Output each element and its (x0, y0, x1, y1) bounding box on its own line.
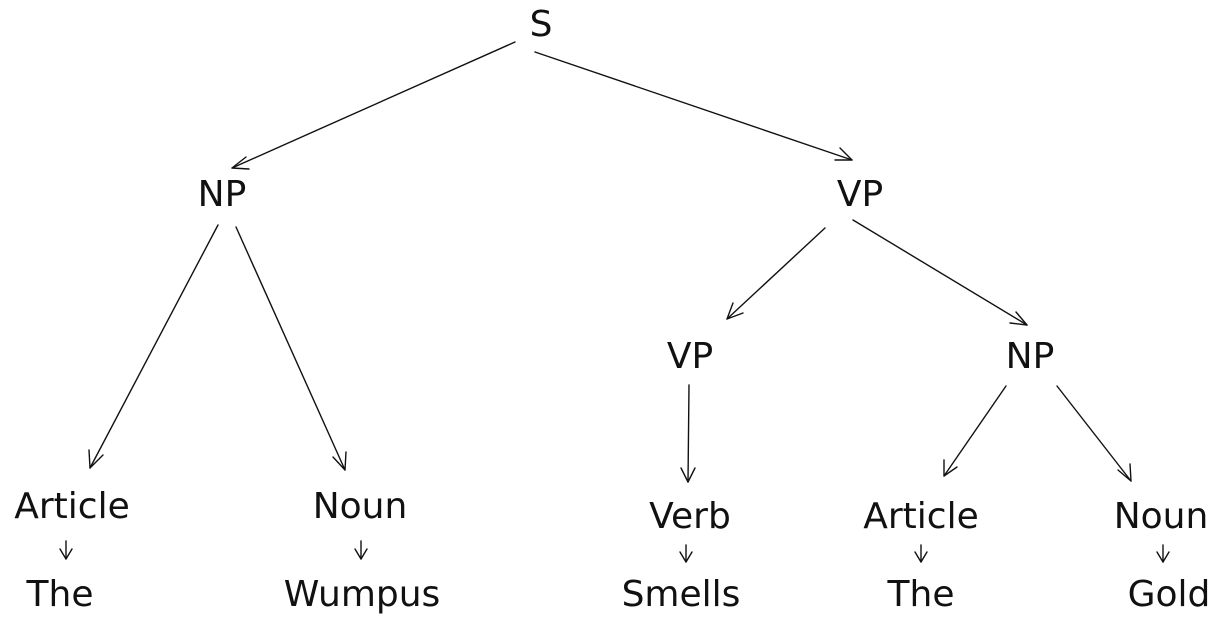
node-inner-np: NP (1006, 336, 1055, 377)
node-vp: VP (837, 174, 883, 215)
edge-noun1-wumpus (354, 540, 368, 560)
node-inner-vp: VP (667, 336, 713, 377)
word-gold: Gold (1128, 574, 1211, 615)
edge-noun2-gold (1156, 544, 1170, 563)
word-wumpus: Wumpus (284, 574, 441, 615)
edge-article2-the (914, 544, 928, 563)
edge-verb-smells (679, 544, 693, 563)
edge-np-noun (235, 226, 347, 471)
edge-vp-innervp (726, 227, 826, 320)
edge-vp-innernp (852, 219, 1028, 326)
node-article-2: Article (863, 496, 979, 537)
node-noun-1: Noun (313, 486, 408, 527)
edge-innervp-verb (680, 384, 696, 483)
node-verb: Verb (649, 496, 731, 537)
edge-article1-the (59, 540, 73, 560)
edge-innernp-article (943, 385, 1007, 477)
word-the-2: The (887, 574, 955, 615)
node-np: NP (198, 174, 247, 215)
edge-np-article (88, 224, 219, 469)
word-the-1: The (26, 574, 94, 615)
node-noun-2: Noun (1114, 496, 1209, 537)
word-smells: Smells (622, 574, 741, 615)
node-article-1: Article (14, 486, 130, 527)
edge-s-np (231, 41, 516, 170)
node-s: S (530, 4, 553, 45)
edge-innernp-noun (1056, 385, 1132, 482)
edge-s-vp (534, 51, 853, 161)
